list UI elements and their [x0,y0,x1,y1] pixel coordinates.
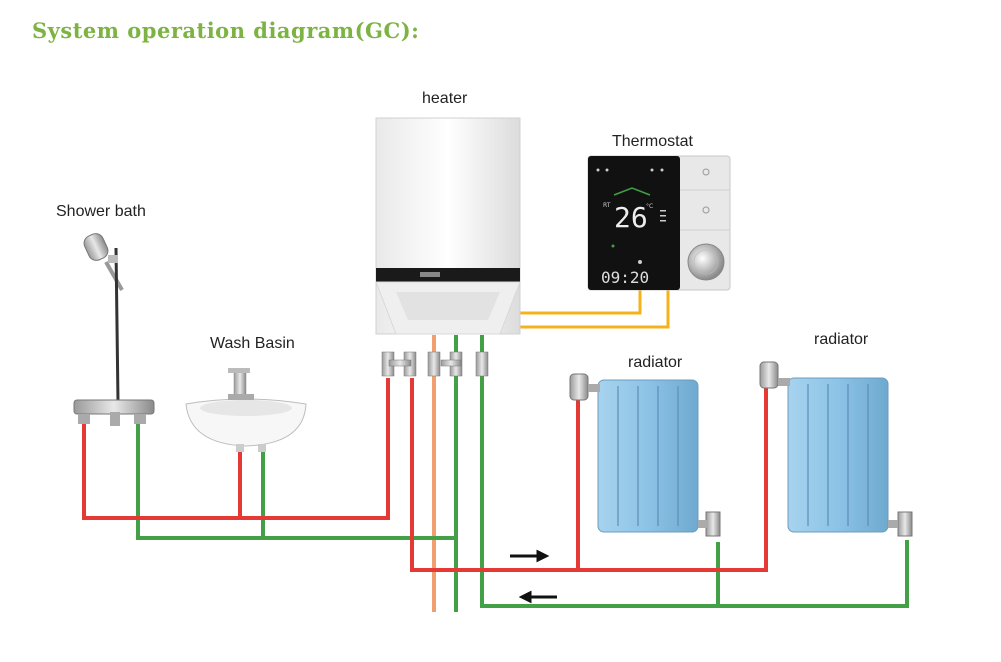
radiator-1 [569,373,721,537]
thermostat-unit: °C [646,203,653,210]
basin-label: Wash Basin [210,335,295,352]
flow-arrow-left [518,590,557,604]
diagram-title: System operation diagram(GC): [32,18,420,43]
signal-wire [497,290,670,329]
thermostat-label: Thermostat [612,133,693,150]
radiator-2 [759,361,913,537]
svg-text:RT: RT [603,202,611,209]
return-pipe [136,335,909,612]
thermostat: RT 26 °C 09:20 [587,155,731,291]
wash-basin [185,368,307,452]
thermostat-knob [687,243,725,281]
flow-arrow-right [510,549,550,563]
thermostat-clock: 09:20 [601,268,649,287]
thermostat-temperature: 26 [614,201,648,234]
shower [73,233,155,426]
thermostat-screen [588,156,680,290]
radiator-1-label: radiator [628,354,683,371]
shower-label: Shower bath [56,203,146,220]
radiator-2-label: radiator [814,331,869,348]
heater [375,117,521,377]
heater-label: heater [422,90,468,107]
hot-pipe [82,378,768,572]
